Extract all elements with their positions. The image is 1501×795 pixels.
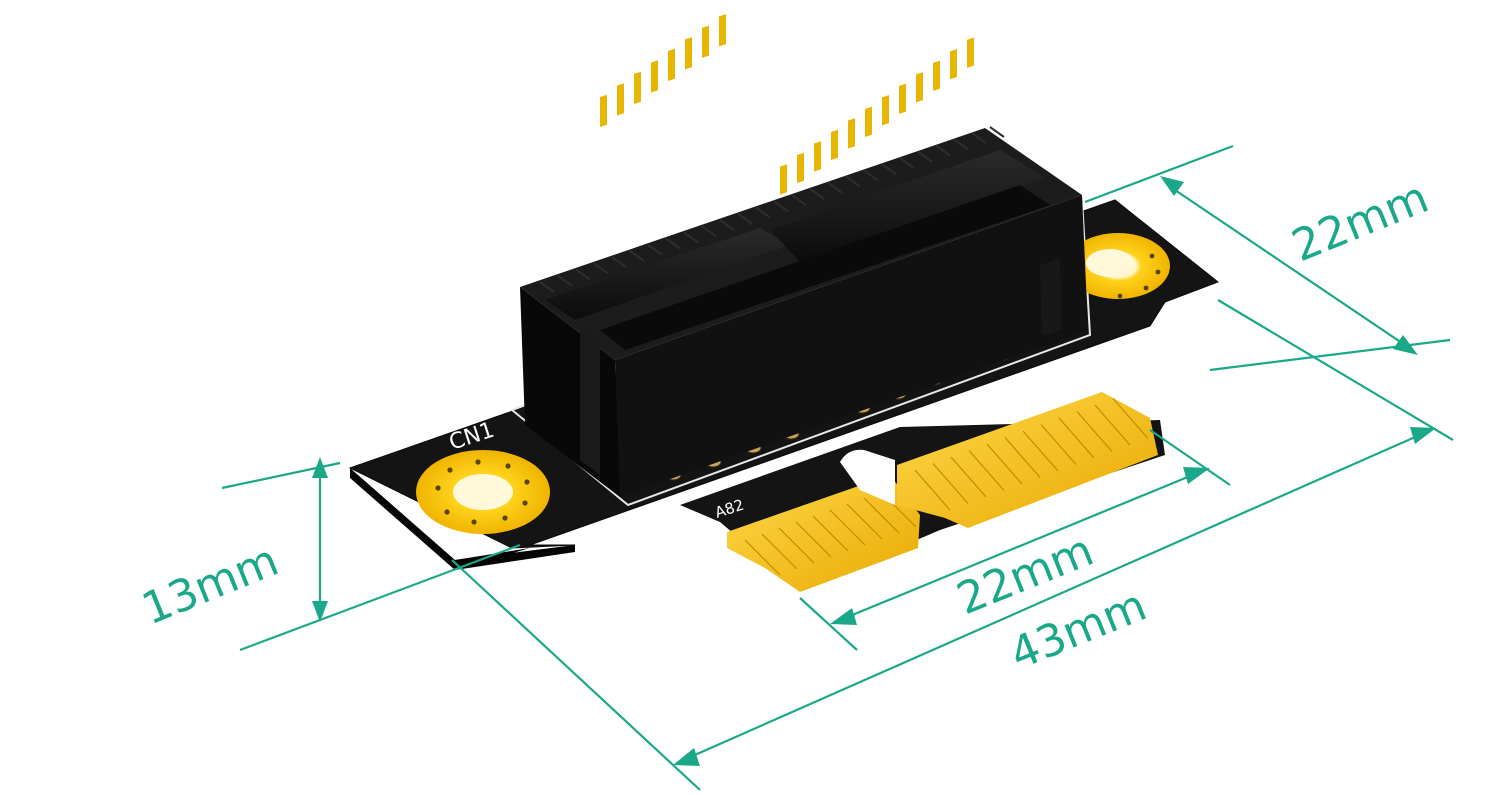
connector-rib xyxy=(881,163,897,176)
connector-rib xyxy=(773,200,789,213)
connector-rib xyxy=(557,274,573,287)
slot-contact xyxy=(702,25,709,58)
connector-rib xyxy=(809,188,825,200)
slot-contact xyxy=(831,129,838,160)
slot-contact xyxy=(967,37,974,68)
slot-contact xyxy=(617,83,624,116)
finger-stripe xyxy=(744,539,781,576)
finger-stripe xyxy=(812,515,849,552)
slot-contact xyxy=(950,49,957,80)
connector-rib xyxy=(647,243,663,256)
finger-stripe xyxy=(795,521,832,558)
finger-stripe xyxy=(863,497,900,534)
slot-contact xyxy=(814,141,821,172)
finger-stripe xyxy=(1040,424,1077,465)
finger-stripe xyxy=(914,469,951,511)
connector-rib xyxy=(593,262,609,275)
connector-rib xyxy=(899,157,915,169)
finger-stripe xyxy=(1004,437,1041,478)
connector-rib xyxy=(539,281,555,293)
connector-rib xyxy=(629,250,645,262)
mounting-hole-left xyxy=(416,450,550,534)
slot-contact xyxy=(916,72,923,103)
connector-rib xyxy=(791,194,807,207)
finger-stripe xyxy=(968,450,1005,491)
finger-stripe xyxy=(1058,417,1095,459)
finger-stripe xyxy=(1094,404,1131,446)
finger-stripe xyxy=(1076,411,1113,452)
connector-rib xyxy=(683,231,699,244)
slot-contact xyxy=(651,60,658,93)
connector-rib xyxy=(989,126,1005,138)
slot-contact xyxy=(719,14,726,47)
connector-rib xyxy=(737,212,753,225)
connector-rib xyxy=(575,268,591,281)
slot-contact xyxy=(848,118,855,149)
slot-contact xyxy=(780,164,787,195)
finger-stripe xyxy=(1112,398,1149,439)
connector-rib xyxy=(845,175,861,188)
connector-rib xyxy=(971,132,987,145)
slot-contact xyxy=(933,60,940,91)
gold-fingers-short xyxy=(727,475,920,592)
finger-stripe xyxy=(986,443,1023,485)
connector-rib xyxy=(863,169,879,182)
finger-stripe xyxy=(761,533,798,570)
slot-contact xyxy=(797,152,804,184)
mounting-hole-right xyxy=(1066,233,1170,299)
finger-stripe xyxy=(932,463,969,504)
pin-start-label: A1 xyxy=(1044,375,1068,398)
finger-stripe xyxy=(950,456,987,498)
finger-stripe xyxy=(1022,430,1059,472)
slot-contact xyxy=(865,106,872,137)
connector-rib xyxy=(917,150,933,163)
slot-contact xyxy=(668,48,675,81)
connector-rib xyxy=(953,138,969,151)
slot-contact xyxy=(899,83,906,114)
slot-contact xyxy=(600,94,607,128)
dimension-connector-depth-label: 22mm xyxy=(1285,172,1436,272)
connector-rib xyxy=(935,144,951,157)
gold-fingers-long xyxy=(897,392,1158,528)
connector-rib xyxy=(719,219,735,231)
connector-rib xyxy=(701,225,717,238)
slot-contact xyxy=(634,71,641,105)
finger-stripe xyxy=(829,509,866,546)
finger-stripe xyxy=(778,527,815,564)
finger-stripe xyxy=(846,503,883,540)
key-notch xyxy=(840,449,895,505)
pcie-connector xyxy=(520,14,1088,497)
connector-rib xyxy=(827,181,843,194)
connector-rib xyxy=(665,237,681,250)
slot-contact xyxy=(882,95,889,126)
connector-rib xyxy=(755,206,771,219)
dimension-height-label: 13mm xyxy=(135,535,286,635)
connector-rib xyxy=(611,256,627,269)
slot-contact xyxy=(685,37,692,70)
